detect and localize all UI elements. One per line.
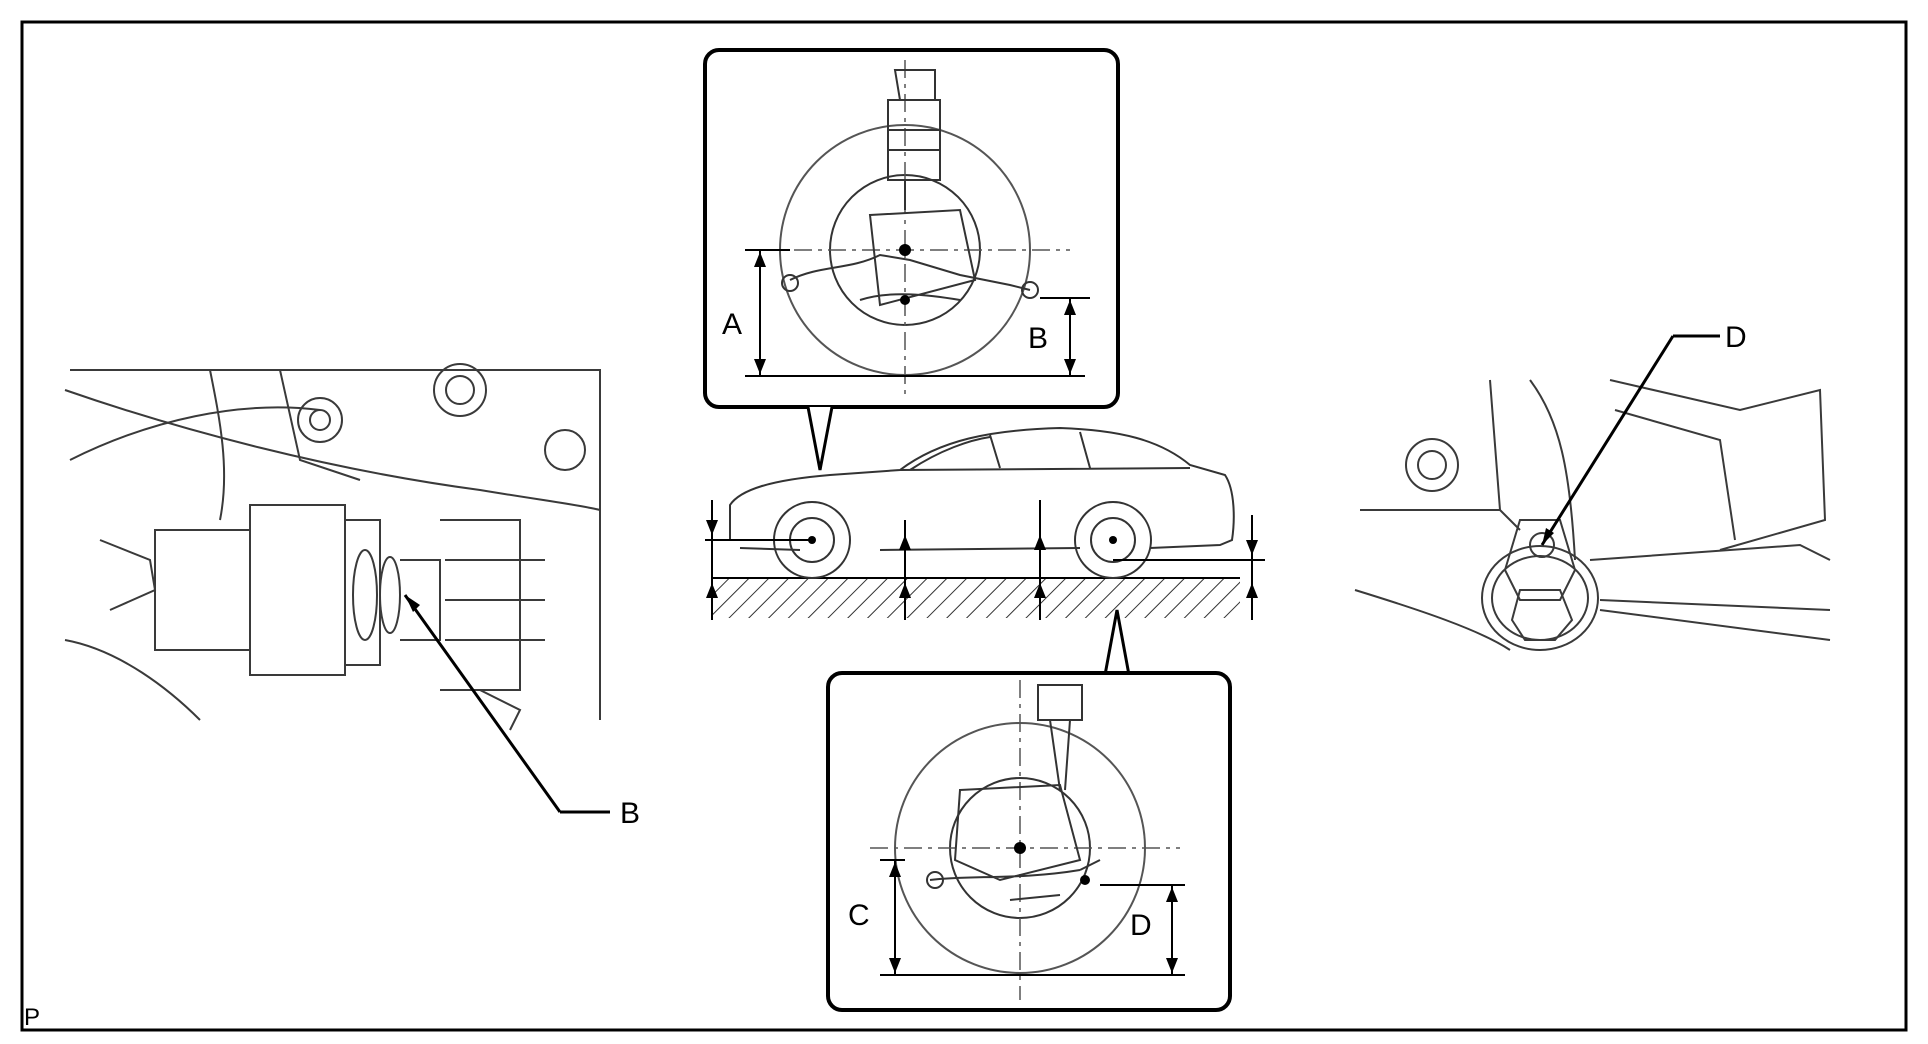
right-callout-label: D — [1725, 321, 1747, 354]
front-height-label: A — [722, 308, 742, 341]
left-callout-leader — [403, 594, 562, 813]
ground-hatch — [712, 578, 1240, 618]
rear-arm-label: D — [1130, 909, 1152, 942]
left-detail-cam-bolt — [64, 363, 601, 731]
height-dimension-marks — [705, 500, 1265, 620]
right-callout-leader — [1540, 335, 1675, 546]
rear-height-label: C — [848, 899, 870, 932]
rear-suspension-inset: C D — [826, 609, 1232, 1012]
left-callout-label: B — [620, 797, 640, 830]
figure-code: P — [24, 1004, 40, 1031]
front-arm-label: B — [1028, 322, 1048, 355]
vehicle-side-view — [705, 426, 1265, 620]
car-body — [729, 426, 1235, 551]
height-arrowheads — [706, 520, 1258, 598]
rear-wheel — [1074, 501, 1152, 579]
front-suspension-inset: A B — [703, 48, 1120, 471]
right-detail-cam-bolt — [1354, 379, 1831, 651]
